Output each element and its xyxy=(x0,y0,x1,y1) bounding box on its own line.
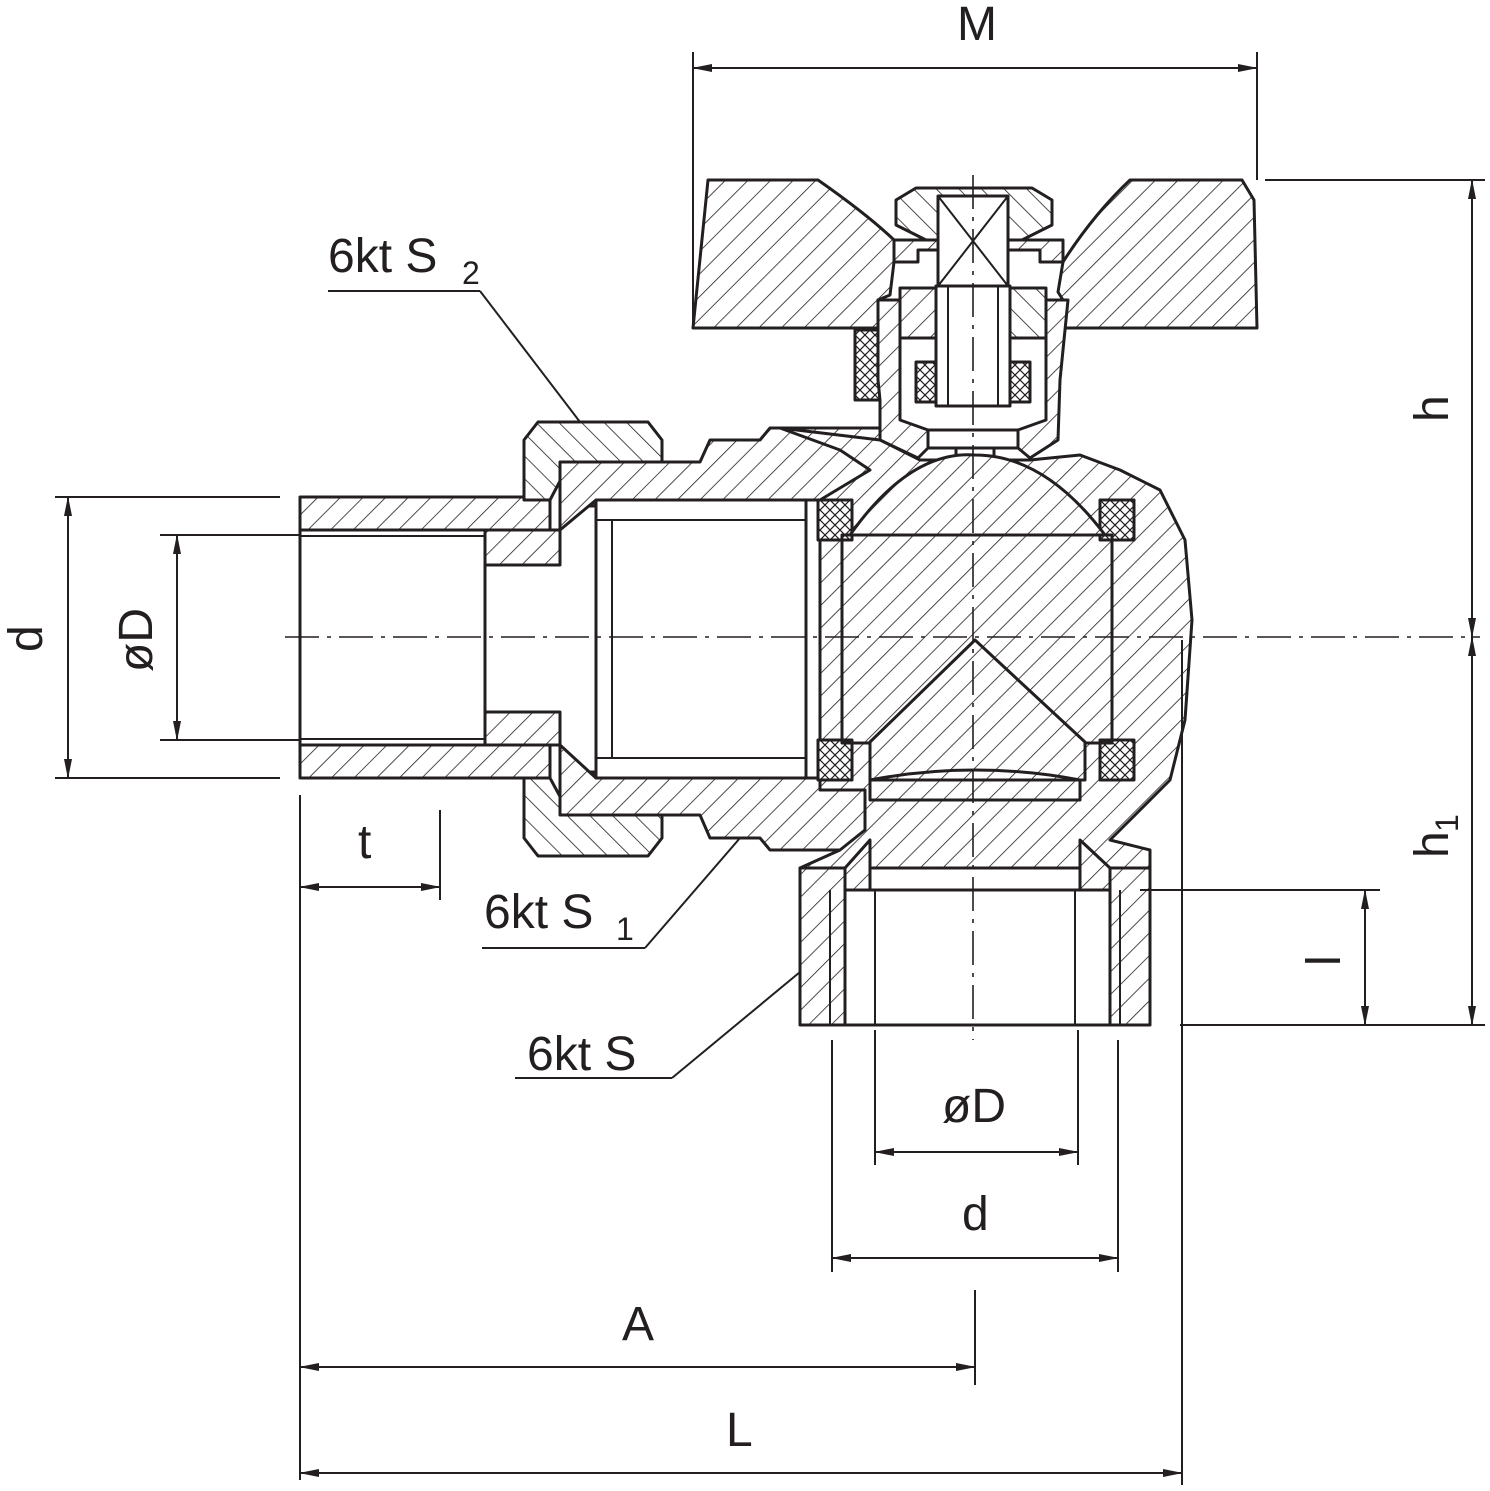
label-t: t xyxy=(358,816,371,869)
label-d-bottom: d xyxy=(962,1188,989,1241)
label-h: h xyxy=(1406,395,1459,422)
label-6kt-s2-subscript: 2 xyxy=(462,255,480,291)
label-6kt-s2: 6kt S 2 xyxy=(328,230,480,291)
label-h1: h 1 xyxy=(1406,814,1465,858)
center-lines xyxy=(285,175,1480,1040)
label-m: M xyxy=(957,0,997,51)
label-6kt-s: 6kt S xyxy=(527,1028,636,1081)
label-phi-d-bottom: øD xyxy=(942,1080,1006,1133)
leader-lines xyxy=(328,290,801,1079)
ball xyxy=(840,453,1114,802)
label-phi-d-left: øD xyxy=(110,608,163,672)
bonnet xyxy=(876,298,1070,460)
label-l-small: l xyxy=(1298,955,1351,966)
label-6kt-s1: 6kt S 1 xyxy=(484,886,634,947)
label-6kt-s1-subscript: 1 xyxy=(616,911,634,947)
butterfly-handle xyxy=(691,178,1259,330)
label-l-total: L xyxy=(726,1404,753,1457)
label-6kt-s1-text: 6kt S xyxy=(484,886,593,939)
dimension-lines xyxy=(55,52,1485,1485)
seat-rings xyxy=(816,498,1136,782)
label-h1-subscript: 1 xyxy=(1429,814,1465,832)
label-a: A xyxy=(622,1298,654,1351)
bottom-female-outlet xyxy=(798,838,1152,1027)
union-body xyxy=(558,426,882,852)
label-h1-main: h xyxy=(1406,831,1459,858)
handle-nut xyxy=(894,186,1054,288)
label-6kt-s2-text: 6kt S xyxy=(328,230,437,283)
label-d-left: d xyxy=(0,625,53,652)
